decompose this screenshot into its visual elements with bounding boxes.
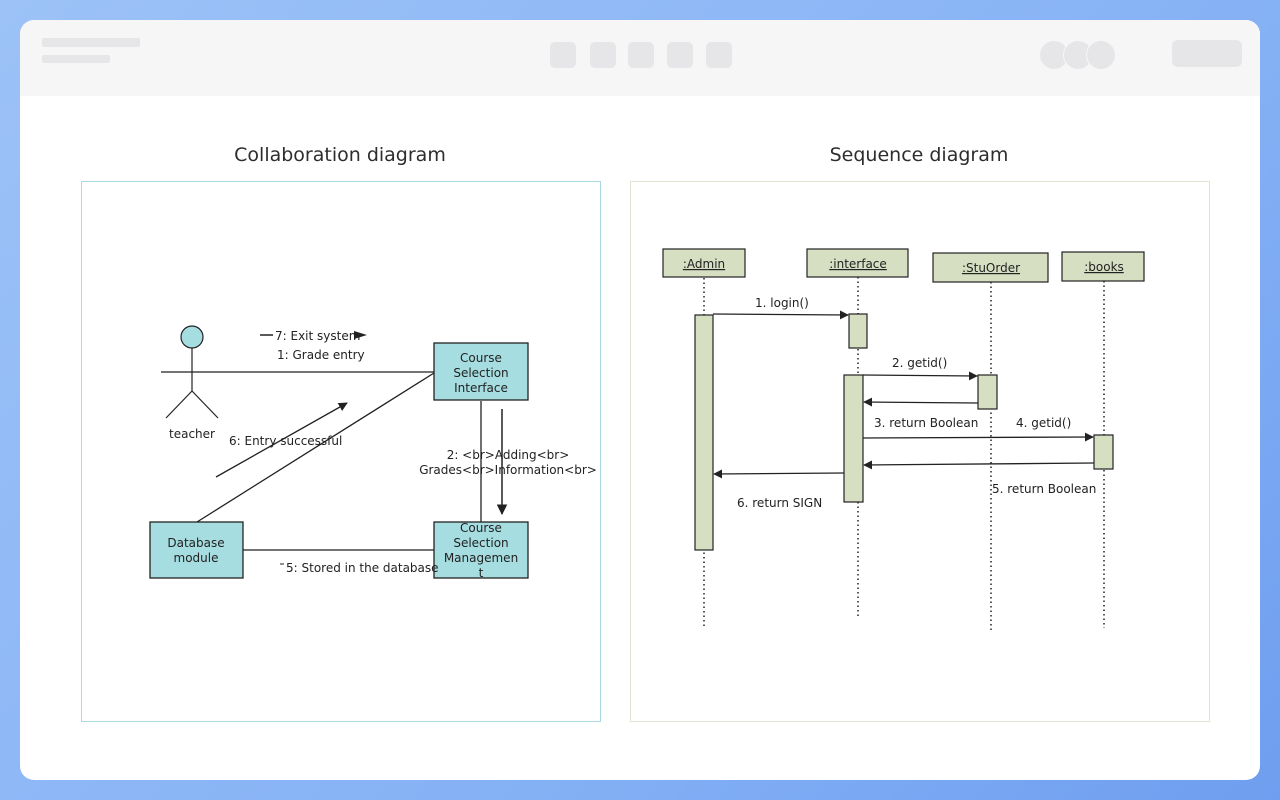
message-2-label-line1: 2: <br>Adding<br> bbox=[447, 448, 570, 462]
message-6-arrow bbox=[215, 402, 348, 478]
svg-text:Course: Course bbox=[460, 521, 502, 535]
message-5-label: 5: Stored in the database bbox=[286, 561, 439, 575]
svg-text:t: t bbox=[479, 566, 484, 580]
course-selection-interface-object[interactable]: Course Selection Interface bbox=[433, 342, 529, 401]
svg-text::interface: :interface bbox=[829, 257, 887, 271]
tool-button-5[interactable] bbox=[706, 42, 732, 68]
lifeline-stuorder-head[interactable]: :StuOrder bbox=[932, 252, 1049, 283]
tool-button-2[interactable] bbox=[590, 42, 616, 68]
message-6-label: 6: Entry successful bbox=[229, 434, 342, 448]
message-2-arrow bbox=[862, 371, 978, 381]
svg-text:Managemen: Managemen bbox=[444, 551, 518, 565]
message-2-label-line2: Grades<br>Information<br> bbox=[419, 463, 597, 477]
svg-text:Database: Database bbox=[167, 536, 224, 550]
tool-button-3[interactable] bbox=[628, 42, 654, 68]
svg-text::books: :books bbox=[1084, 260, 1124, 274]
message-7-arrowhead bbox=[354, 331, 367, 339]
svg-text:Interface: Interface bbox=[454, 381, 508, 395]
sequence-canvas: :Admin :interface :StuOrder :books bbox=[662, 248, 1145, 632]
svg-text:module: module bbox=[174, 551, 219, 565]
database-module-object[interactable]: Database module bbox=[149, 521, 244, 579]
tool-button-4[interactable] bbox=[667, 42, 693, 68]
subtitle-placeholder bbox=[42, 55, 110, 63]
collaborator-avatar-3[interactable] bbox=[1086, 40, 1116, 70]
link-interface-database bbox=[196, 372, 435, 523]
sequence-title: Sequence diagram bbox=[829, 144, 1009, 166]
course-selection-management-object[interactable]: Course Selection Managemen t bbox=[433, 521, 529, 580]
message-1-arrow bbox=[712, 310, 849, 320]
lifeline-books-head[interactable]: :books bbox=[1061, 251, 1145, 282]
message-4-arrow bbox=[862, 432, 1094, 442]
sequence-panel: :Admin :interface :StuOrder :books bbox=[630, 181, 1210, 722]
actor-head-icon bbox=[180, 325, 204, 349]
svg-text::StuOrder: :StuOrder bbox=[962, 261, 1020, 275]
lifeline-admin-head[interactable]: :Admin bbox=[662, 248, 746, 278]
tool-button-1[interactable] bbox=[550, 42, 576, 68]
activation-interface-1 bbox=[848, 313, 868, 349]
message-1-label: 1: Grade entry bbox=[277, 348, 365, 362]
app-window: Collaboration diagram Sequence diagram t… bbox=[20, 20, 1260, 780]
message-4-label: 4. getid() bbox=[1016, 416, 1071, 430]
toolbar bbox=[20, 20, 1260, 96]
message-7-label: 7: Exit system bbox=[275, 329, 360, 343]
message-5-label: 5. return Boolean bbox=[992, 482, 1096, 496]
teacher-actor[interactable] bbox=[161, 325, 224, 419]
svg-text:Selection: Selection bbox=[453, 536, 508, 550]
title-placeholder bbox=[42, 38, 140, 47]
message-2-label: 2. getid() bbox=[892, 356, 947, 370]
message-6-label: 6. return SIGN bbox=[737, 496, 822, 510]
activation-books bbox=[1093, 434, 1114, 470]
svg-text:Course: Course bbox=[460, 351, 502, 365]
lifeline-interface-head[interactable]: :interface bbox=[806, 248, 909, 278]
message-3-label: 3. return Boolean bbox=[874, 416, 978, 430]
message-5-arrow bbox=[863, 460, 1095, 470]
collaboration-title: Collaboration diagram bbox=[234, 144, 446, 166]
message-6-arrow bbox=[713, 469, 845, 479]
collaboration-panel: teacher Course Selection Interface Cours… bbox=[81, 181, 601, 722]
svg-text::Admin: :Admin bbox=[683, 257, 725, 271]
activation-admin bbox=[694, 314, 714, 551]
message-3-arrow bbox=[863, 397, 979, 407]
teacher-label: teacher bbox=[169, 427, 215, 441]
message-1-label: 1. login() bbox=[755, 296, 809, 310]
activation-stuorder bbox=[977, 374, 998, 410]
collaboration-canvas: teacher Course Selection Interface Cours… bbox=[149, 325, 597, 580]
share-button[interactable] bbox=[1172, 40, 1242, 67]
svg-text:Selection: Selection bbox=[453, 366, 508, 380]
activation-interface-2 bbox=[843, 374, 864, 503]
